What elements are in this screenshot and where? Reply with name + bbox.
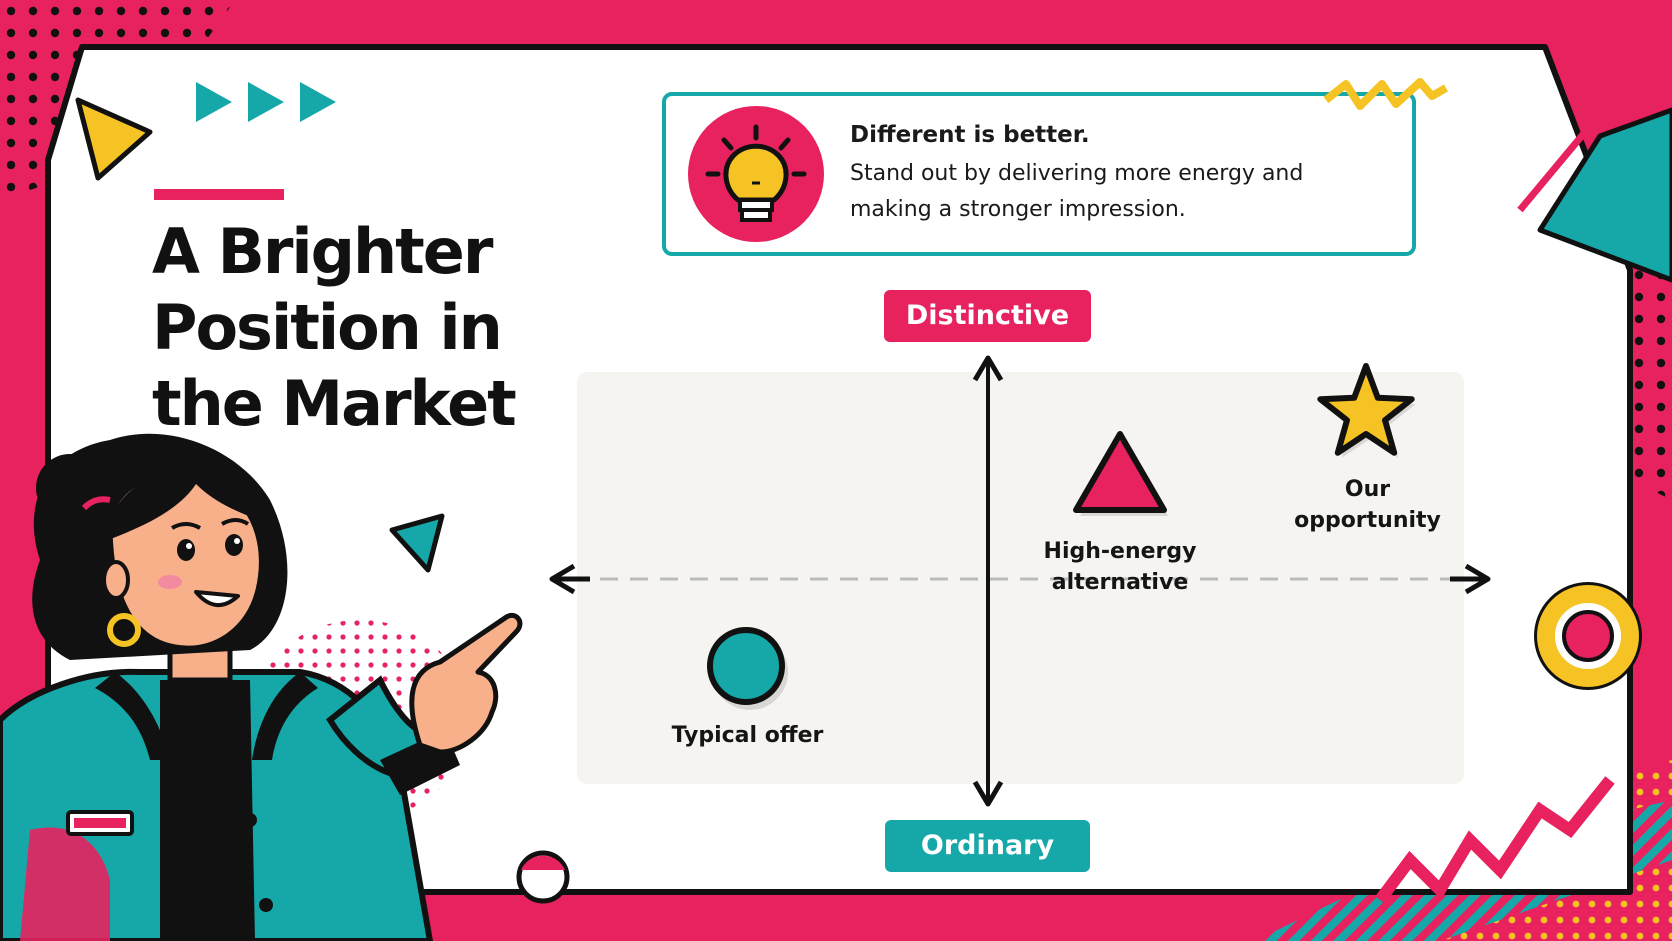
title-line-3: the Market <box>152 367 517 440</box>
ring-icon <box>1534 582 1642 690</box>
callout-heading: Different is better. <box>850 122 1090 148</box>
lightbulb-icon <box>688 106 824 242</box>
axis-label-ordinary: Ordinary <box>885 820 1090 872</box>
title-line-2: Position in <box>152 291 503 364</box>
callout-body: Stand out by delivering more energy and … <box>850 161 1304 222</box>
marker-label-our-opportunity: Our opportunity <box>1294 477 1441 533</box>
character-illustration <box>0 433 523 941</box>
triangle-arrows-icon <box>196 82 336 122</box>
vertical-axis <box>972 355 1004 807</box>
teal-triangle-icon <box>1517 107 1672 283</box>
ball-icon <box>516 850 570 904</box>
title-accent-bar <box>154 189 284 200</box>
zigzag-icon <box>1323 78 1448 110</box>
horizontal-axis <box>549 563 1491 595</box>
chart-markers <box>707 363 1416 710</box>
marker-label-high-energy: High-energy alternative <box>1043 539 1197 595</box>
slide-title: A Brighter Position in the Market <box>152 214 572 442</box>
marker-label-typical-offer: Typical offer <box>671 723 824 748</box>
marker-our-opportunity <box>1317 363 1416 458</box>
small-triangle-icon <box>389 513 445 573</box>
title-line-1: A Brighter <box>152 215 493 288</box>
callout-box <box>662 92 1416 256</box>
marker-high-energy <box>1073 431 1168 516</box>
yellow-triangle-icon <box>75 97 153 181</box>
marker-typical-offer <box>707 627 788 710</box>
callout-text: Different is better. Stand out by delive… <box>850 122 1390 228</box>
pink-zigzag-icon <box>1375 776 1615 904</box>
axis-label-distinctive: Distinctive <box>884 290 1091 342</box>
